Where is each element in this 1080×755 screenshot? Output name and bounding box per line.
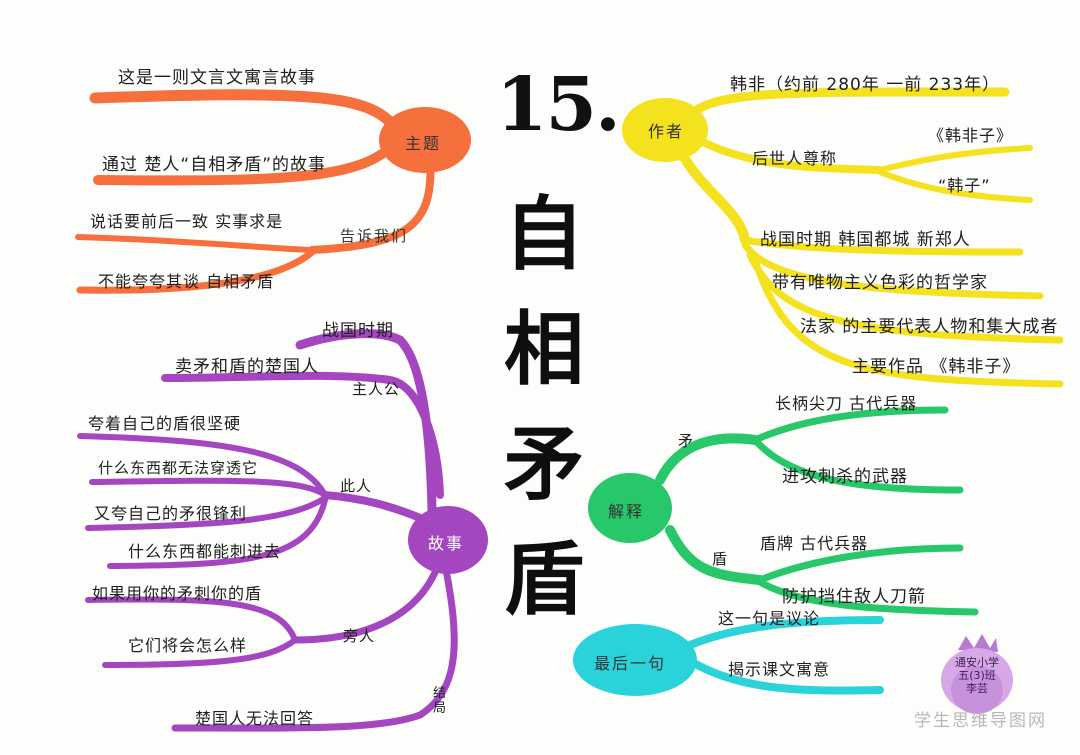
last-item-1: 这一句是议论	[718, 609, 821, 628]
explain-spear-hub	[655, 433, 760, 485]
author-branch-honor	[686, 131, 884, 174]
explain-shield-1	[756, 544, 964, 584]
theme-sub-2	[76, 248, 316, 294]
author-honor-1	[877, 145, 1033, 173]
story-bystander-1	[85, 596, 298, 643]
story-era-branch	[295, 329, 437, 515]
author-fact-2: 带有唯物主义色彩的哲学家	[772, 273, 988, 293]
logo-line-1: 通安小学	[955, 656, 999, 669]
explain-spear-2	[751, 436, 964, 494]
class-logo: 通安小学 五(3)班 李芸	[936, 632, 1018, 722]
theme-sub-item-1: 说话要前后一致 实事求是	[90, 212, 284, 231]
theme-node-bubble	[379, 107, 471, 173]
story-bystander-2: 它们将会怎么样	[128, 636, 248, 655]
logo-line-2: 五(3)班	[958, 669, 996, 682]
explain-node-bubble	[588, 473, 672, 543]
explain-node: 解释	[608, 502, 645, 521]
explain-shield-label: 盾	[712, 550, 729, 568]
author-fact-4	[751, 256, 1064, 388]
story-era: 战国时期	[322, 321, 394, 341]
author-honor-label: 后世人尊称	[752, 149, 838, 168]
author-fact-1: 战国时期 韩国都城 新郑人	[760, 230, 971, 250]
watermark: 学生思维导图网	[914, 711, 1047, 731]
author-honor-2	[877, 169, 1033, 203]
story-boast-1: 夸着自己的盾很坚硬	[88, 414, 242, 433]
author-branch-main	[675, 145, 750, 245]
story-ending-label: 结局	[432, 686, 446, 716]
class-logo-shape	[941, 634, 1013, 714]
story-protagonist-branch	[161, 371, 444, 499]
title-char-2: 相	[504, 303, 584, 396]
author-honor-2: “韩子”	[938, 176, 991, 195]
author-fact-4: 主要作品 《韩非子》	[852, 357, 1021, 377]
last-node-bubble	[573, 624, 697, 696]
explain-shield-1: 盾牌 古代兵器	[760, 534, 869, 553]
story-bystander-2	[102, 637, 298, 668]
theme-item-2: 通过 楚人“自相矛盾”的故事	[102, 155, 327, 175]
story-protagonist: 卖矛和盾的楚国人	[175, 357, 319, 377]
story-boast-hub	[321, 491, 429, 524]
story-boast-2	[89, 477, 328, 498]
story-boast-3	[85, 495, 328, 531]
theme-item-1: 这是一则文言文寓言故事	[118, 68, 316, 88]
story-node: 故事	[428, 534, 465, 553]
explain-spear-2: 进攻刺杀的武器	[782, 467, 908, 487]
last-branch-1	[686, 616, 884, 649]
author-node-bubble	[622, 98, 708, 162]
story-protagonist-label: 主人公	[352, 380, 401, 398]
lesson-number: 15.	[496, 62, 621, 148]
story-boast-2: 什么东西都无法穿透它	[98, 459, 259, 477]
story-bystander-label: 旁人	[343, 627, 376, 645]
theme-sub-1	[75, 234, 315, 253]
last-branch-2	[688, 658, 884, 695]
story-boast-label: 此人	[340, 477, 373, 495]
explain-spear-1: 长柄尖刀 古代兵器	[775, 394, 918, 413]
last-item-2: 揭示课文寓意	[728, 660, 831, 679]
theme-branch-3	[308, 156, 435, 254]
logo-line-3: 李芸	[966, 682, 988, 695]
theme-node: 主题	[405, 134, 442, 153]
explain-spear-1	[751, 406, 949, 444]
story-ending: 楚国人无法回答	[195, 709, 315, 728]
last-node: 最后一句	[594, 654, 667, 673]
story-boast-4: 什么东西都能刺进去	[128, 542, 282, 561]
author-name: 韩非（约前 280年 一前 233年）	[730, 75, 1001, 95]
story-boast-1	[77, 433, 328, 498]
author-node: 作者	[648, 122, 685, 141]
author-honor-1: 《韩非子》	[928, 126, 1014, 145]
story-bystander-1: 如果用你的矛刺你的盾	[92, 584, 263, 603]
title-char-3: 矛	[504, 418, 584, 511]
theme-sub-item-2: 不能夸夸其谈 自相矛盾	[98, 272, 275, 291]
author-fact-1	[741, 236, 1024, 256]
story-boast-4	[107, 497, 328, 569]
explain-shield-2	[756, 578, 979, 616]
explain-spear-label: 矛	[678, 432, 695, 450]
explain-shield-2: 防护挡住敌人刀箭	[782, 587, 926, 607]
story-bystander-hub	[291, 556, 444, 644]
author-fact-3: 法家 的主要代表人物和集大成者	[800, 317, 1059, 337]
title-char-1: 自	[504, 188, 584, 281]
story-ending-branch	[171, 561, 458, 732]
explain-shield-hub	[665, 525, 765, 585]
theme-sub-node: 告诉我们	[340, 227, 409, 245]
story-node-bubble	[408, 506, 488, 574]
class-logo-text: 通安小学 五(3)班 李芸	[936, 656, 1018, 695]
author-branch-name	[683, 87, 1010, 123]
story-boast-3: 又夸自己的矛很锋利	[94, 504, 248, 523]
author-fact-2	[741, 241, 1044, 300]
theme-branch-1	[89, 89, 404, 138]
title-char-4: 盾	[504, 533, 584, 626]
